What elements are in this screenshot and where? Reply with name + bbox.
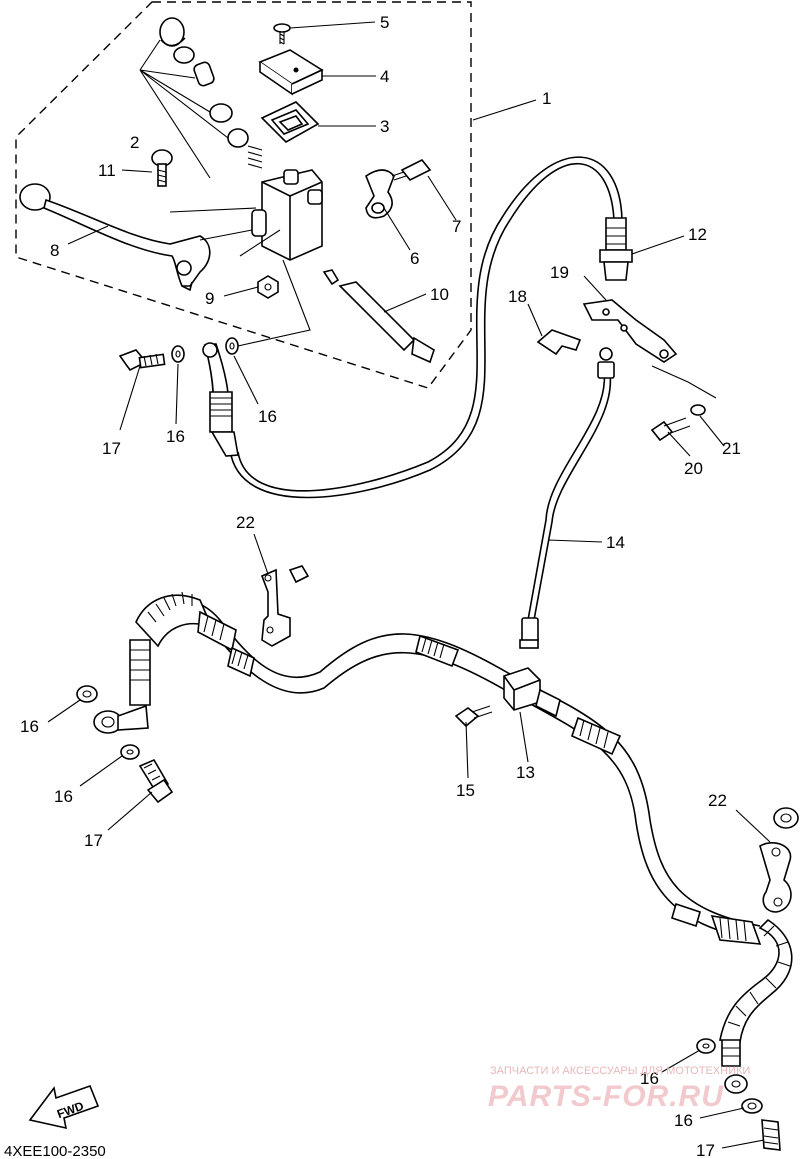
clamp-bolt: [391, 158, 432, 182]
callout-13: 13: [516, 763, 535, 782]
union-bolt-lower-left: [76, 685, 174, 804]
callout-7: 7: [452, 217, 461, 236]
callout-4: 4: [380, 67, 389, 86]
callout-8: 8: [50, 241, 59, 260]
callout-11: 11: [98, 161, 116, 180]
upper-brake-hose: [202, 156, 633, 499]
callout-6: 6: [410, 249, 419, 268]
callout-22-upper: 22: [236, 513, 255, 532]
brake-switch: [322, 269, 435, 364]
figure-code: 4XEE100-2350: [4, 1143, 106, 1159]
hose-bracket: [536, 299, 717, 442]
union-bolt-lower-right: [696, 1038, 781, 1151]
piston-kit: [139, 17, 263, 179]
cap-screw: [273, 23, 291, 45]
leader-lines: [47, 21, 771, 1149]
callout-17-upper: 17: [102, 439, 121, 458]
master-cylinder-group: [19, 17, 435, 364]
hose-guide-upper: [260, 565, 310, 647]
pivot-bolt: [151, 149, 173, 187]
callout-22-right: 22: [708, 791, 727, 810]
callout-16-lower-right-a: 16: [640, 1069, 659, 1088]
brake-pipe: [519, 347, 615, 649]
callout-9: 9: [205, 289, 214, 308]
watermark-brand: PARTS-FOR.RU: [488, 1080, 724, 1113]
callout-14: 14: [606, 533, 625, 552]
callout-2: 2: [130, 133, 139, 152]
callout-17-lower-left: 17: [84, 831, 103, 850]
callout-16-lower-left-b: 16: [54, 787, 73, 806]
union-bolt-upper: [118, 337, 239, 372]
callout-3: 3: [380, 117, 389, 136]
callout-10: 10: [430, 285, 449, 304]
callout-16-lower-left-a: 16: [20, 717, 39, 736]
callout-18: 18: [508, 287, 527, 306]
callout-12: 12: [688, 225, 707, 244]
hose-guide-right: [759, 807, 799, 913]
brake-lever: [19, 183, 211, 292]
callout-20: 20: [684, 459, 703, 478]
callout-16-upper-left: 16: [166, 427, 185, 446]
lever-nut: [257, 275, 279, 299]
callout-1: 1: [542, 89, 551, 108]
lower-brake-hose: [93, 591, 793, 1094]
clamp-holder: [365, 169, 395, 219]
callout-17-lower-right: 17: [696, 1141, 715, 1159]
callout-21: 21: [722, 439, 741, 458]
callout-5: 5: [380, 13, 389, 32]
watermark: ЗАПЧАСТИ И АКСЕССУАРЫ ДЛЯ МОТОТЕХНИКИ PA…: [488, 1065, 750, 1113]
reservoir-cap: [258, 49, 324, 96]
callout-labels: 1 2 3 4 5 6 7 8 9 10 11 12 13 14 15 16 1…: [20, 13, 741, 1159]
assembly-outline: [15, 1, 472, 389]
callout-15: 15: [456, 781, 475, 800]
fwd-arrow: FWD: [28, 1084, 100, 1130]
callout-19: 19: [550, 263, 569, 282]
diaphragm: [260, 101, 320, 143]
master-cylinder-body: [251, 169, 323, 261]
watermark-tagline: ЗАПЧАСТИ И АКСЕССУАРЫ ДЛЯ МОТОТЕХНИКИ: [490, 1065, 750, 1077]
callout-16-upper-right: 16: [258, 407, 277, 426]
callout-16-lower-right-b: 16: [674, 1111, 693, 1130]
